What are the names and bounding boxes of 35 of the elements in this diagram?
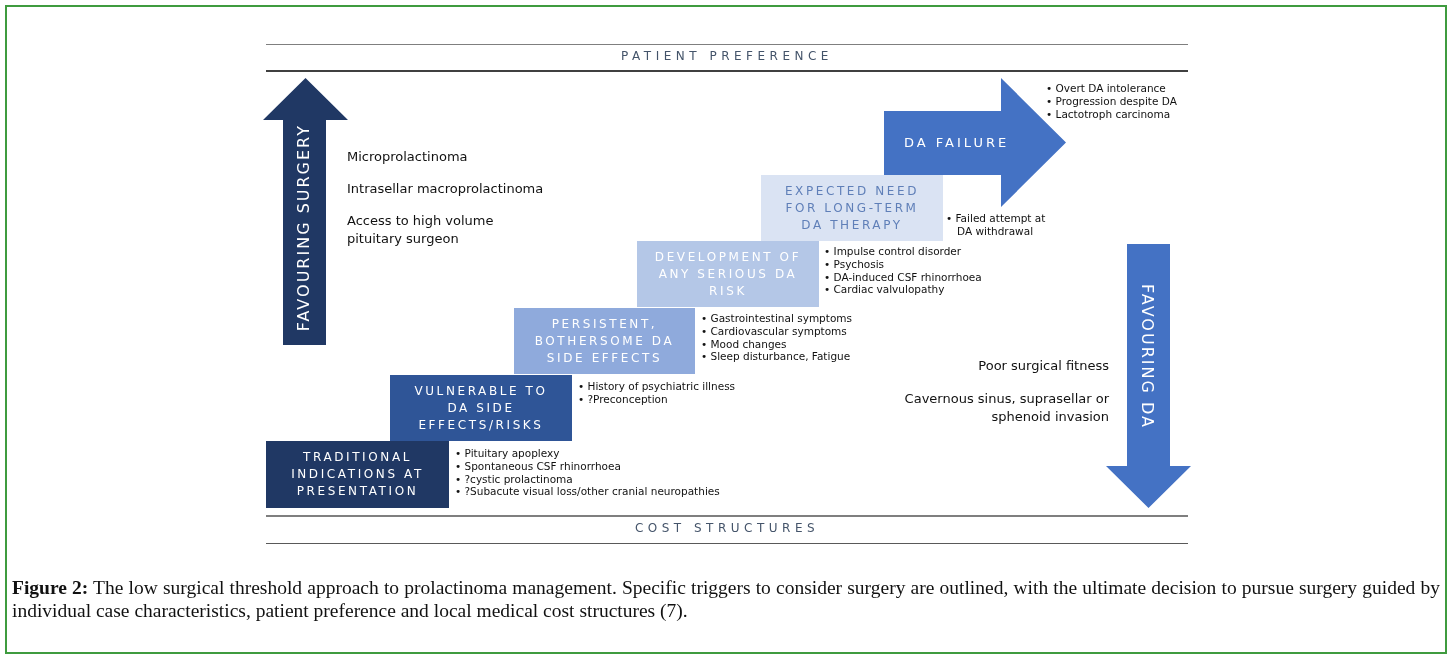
arrow-label: FAVOURING DA xyxy=(1138,284,1157,429)
step-label: DA FAILURE xyxy=(904,135,1010,150)
step-box: VULNERABLE TO DA SIDE EFFECTS/RISKS xyxy=(390,375,572,441)
bullet-item: • Spontaneous CSF rhinorrhoea xyxy=(455,459,622,473)
step-box: DEVELOPMENT OF ANY SERIOUS DA RISK xyxy=(637,241,819,307)
bullet-item: • Cardiac valvulopathy xyxy=(824,283,946,297)
factor-text: Poor surgical fitness xyxy=(977,357,1109,375)
figure-caption: Figure 2: The low surgical threshold approach to prolactinoma management. Specific triggers to consider surgery are outlined, with the ultimate decision to pursue surgery guided by individual case characteristics, patient preference and local medical cost structures (7). xyxy=(12,576,1440,622)
bullet-item: • Failed attempt at DA withdrawal xyxy=(946,212,1047,238)
bullet-item: • History of psychiatric illness xyxy=(578,380,737,393)
bullet-item: • ?Subacute visual loss/other cranial neuropathies xyxy=(455,485,721,499)
bullet-item: • Overt DA intolerance xyxy=(1046,82,1167,95)
factor-text: Intrasellar macroprolactinoma xyxy=(347,180,545,198)
step-box: PERSISTENT, BOTHERSOME DA SIDE EFFECTS xyxy=(514,308,695,374)
bullet-item: • Gastrointestinal symptoms xyxy=(701,312,853,325)
bullet-item: • Cardiovascular symptoms xyxy=(701,324,848,338)
bullet-item: • DA-induced CSF rhinorrhoea xyxy=(824,270,983,284)
factor-text: Access to high volume pituitary surgeon xyxy=(347,212,495,248)
bullet-item: • Pituitary apoplexy xyxy=(455,447,561,460)
arrow-label: FAVOURING SURGERY xyxy=(294,123,313,331)
step-box: TRADITIONAL INDICATIONS AT PRESENTATION xyxy=(266,441,449,508)
up-arrow xyxy=(263,78,348,345)
factor-text: Cavernous sinus, suprasellar or sphenoid invasion xyxy=(903,390,1109,426)
bullet-item: • Psychosis xyxy=(824,257,886,271)
bullet-item: • ?cystic prolactinoma xyxy=(455,472,574,486)
band-heading: PATIENT PREFERENCE xyxy=(620,49,834,63)
step-box: EXPECTED NEED FOR LONG-TERM DA THERAPY xyxy=(761,175,943,241)
bullet-item: • Impulse control disorder xyxy=(824,245,963,258)
bullet-item: • Lactotroph carcinoma xyxy=(1046,107,1172,121)
bullet-item: • Progression despite DA xyxy=(1046,94,1178,108)
band-heading: COST STRUCTURES xyxy=(633,521,821,535)
bullet-item: • Sleep disturbance, Fatigue xyxy=(701,350,852,364)
bullet-item: • ?Preconception xyxy=(578,392,669,406)
factor-text: Microprolactinoma xyxy=(347,148,469,166)
bullet-item: • Mood changes xyxy=(701,337,788,351)
